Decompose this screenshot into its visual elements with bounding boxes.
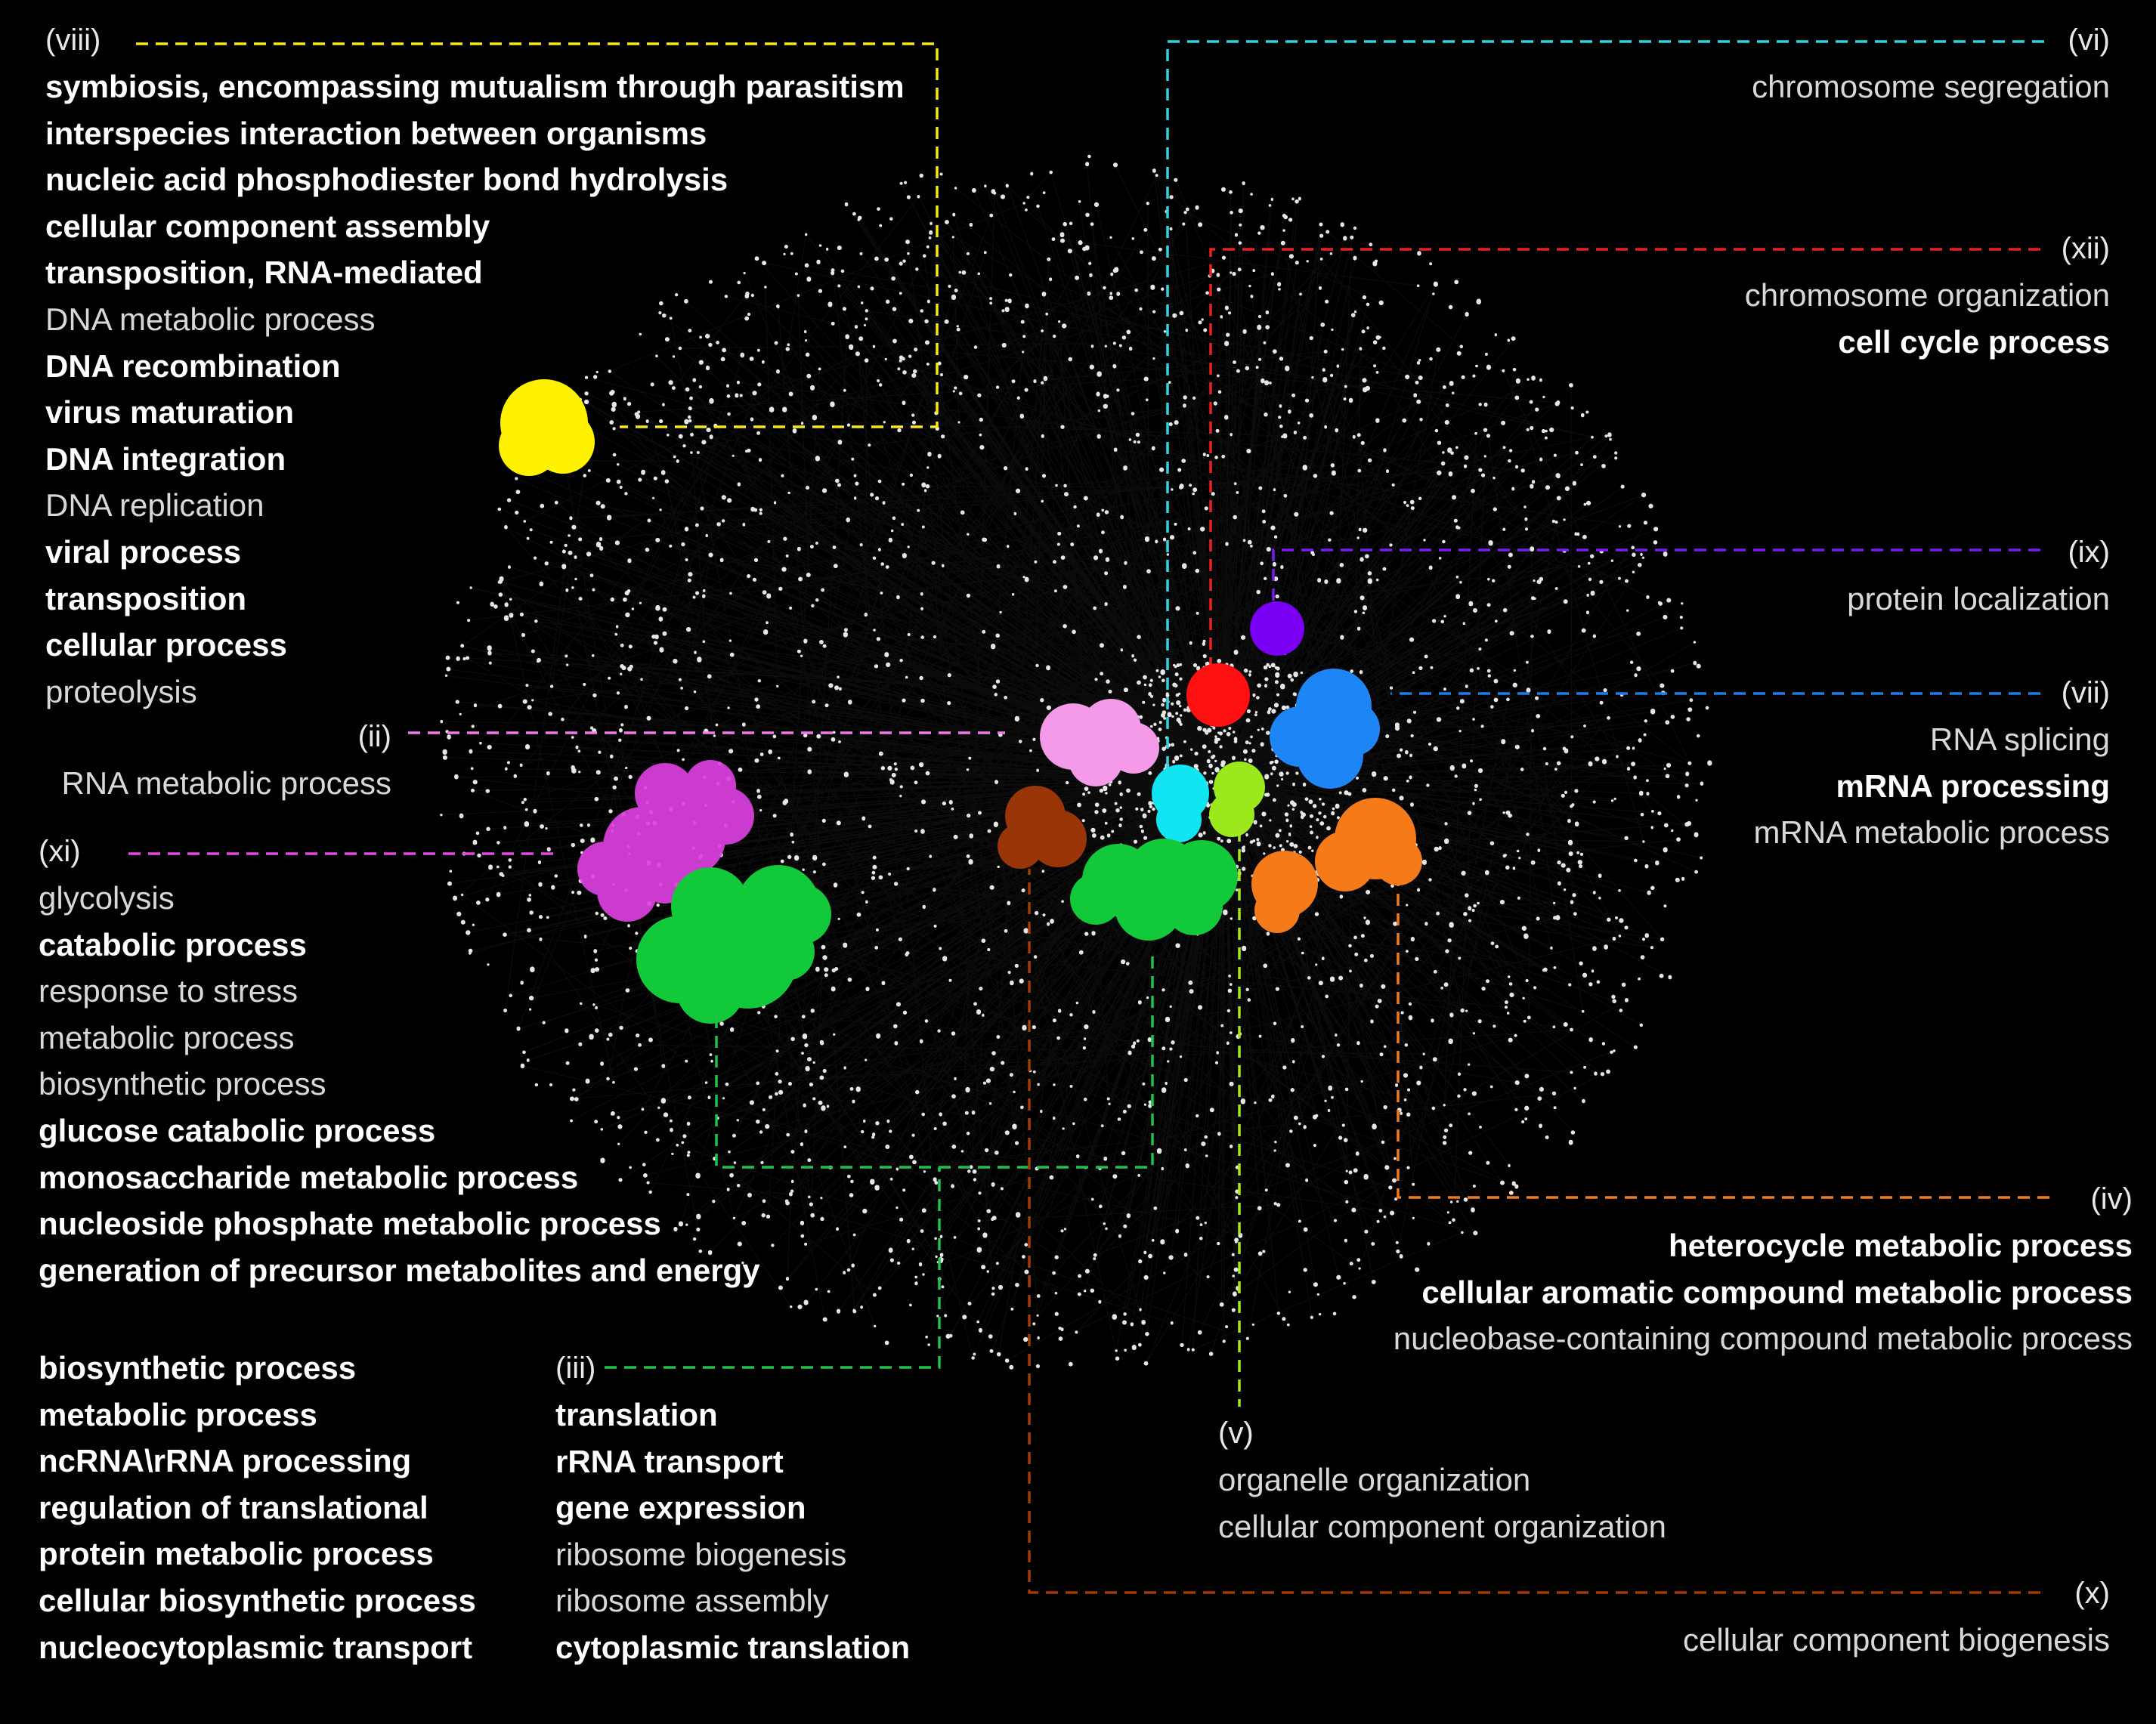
go-term: protein localization [1847,581,2110,616]
label-group-ix: (ix) protein localization [1847,529,2110,623]
cluster-id-iv: (iv) [2090,1182,2133,1216]
leader-iii-left [715,952,1154,1169]
leader-ix [1272,548,2040,604]
cluster-iii-green-left [636,865,831,1024]
go-term: biosynthetic process [39,1066,326,1102]
leader-vi [1166,40,2044,778]
go-term: DNA metabolic process [45,301,376,337]
go-term: proteolysis [45,673,197,709]
go-term: chromosome segregation [1752,69,2110,104]
cluster-id-x: (x) [2074,1577,2110,1610]
label-group-iii: (iii) translation rRNA transport gene expre… [555,1345,910,1671]
leader-lines [128,40,2049,1594]
go-term: ncRNA\rRNA processing [39,1443,412,1479]
go-term: nucleobase-containing compound metabolic… [1393,1321,2133,1357]
go-term: glucose catabolic process [39,1112,436,1148]
go-term: DNA recombination [45,348,341,384]
cluster-id-xii: (xii) [2061,232,2110,265]
label-group-xii: (xii) chromosome organization cell cycle p… [1745,225,2110,365]
go-term: virus maturation [45,394,295,431]
go-term: transposition [45,580,247,616]
cluster-id-vii: (vii) [2061,676,2110,709]
go-term: response to stress [39,973,298,1009]
go-term: ribosome assembly [555,1583,829,1619]
go-term: cellular biosynthetic process [39,1582,476,1618]
leader-iii [605,1167,941,1369]
go-term: organelle organization [1218,1462,1531,1497]
label-group-ii: (ii) RNA metabolic process [61,713,391,807]
go-term: cellular component biogenesis [1682,1622,2110,1658]
cluster-v-lime [1209,762,1265,837]
go-term: protein metabolic process [39,1536,434,1572]
label-group-green-left: biosynthetic process metabolic process ncR… [39,1345,476,1670]
cluster-id-v: (v) [1218,1417,1254,1450]
cluster-id-vi: (vi) [2068,23,2110,57]
go-term: generation of precursor metabolites and … [39,1252,760,1288]
cluster-xi-magenta [577,760,754,922]
label-group-x: (x) cellular component biogenesis [1683,1570,2110,1664]
go-term: monosaccharide metabolic process [39,1159,579,1195]
go-term: nucleic acid phosphodiester bond hydroly… [45,162,728,198]
cluster-id-viii: (viii) [45,23,101,57]
label-group-iv: (iv) heterocycle metabolic process cellula… [1394,1176,2133,1362]
cluster-iv-orange [1251,798,1422,933]
go-term: DNA integration [45,440,286,477]
cluster-vii-blue [1270,669,1380,789]
label-group-v: (v) organelle organization cellular compon… [1218,1410,1666,1549]
cluster-id-ix: (ix) [2068,536,2110,569]
go-term: transposition, RNA-mediated [45,255,483,291]
leader-iv [1397,884,2049,1199]
go-term: glycolysis [39,880,175,916]
label-group-vii: (vii) RNA splicing mRNA processing mRNA met… [1754,669,2111,856]
cluster-viii-yellow [499,379,595,476]
go-term: symbiosis, encompassing mutualism throug… [45,69,905,104]
go-term: heterocycle metabolic process [1669,1228,2133,1263]
label-group-xi: (xi) glycolysis catabolic process response … [39,828,760,1293]
go-term: cellular process [45,627,287,663]
go-term: cellular component assembly [45,208,490,244]
go-term: metabolic process [39,1396,317,1432]
go-term: regulation of translational [39,1489,428,1525]
go-term: catabolic process [39,926,307,962]
go-term: metabolic process [39,1019,295,1055]
label-group-viii: (viii) symbiosis, encompassing mutualism … [45,17,905,715]
cluster-ix-purple [1250,601,1304,656]
go-term: rRNA transport [555,1443,784,1479]
go-term: cellular component organization [1218,1508,1667,1544]
go-term: gene expression [555,1490,806,1526]
leader-x [1028,869,2040,1594]
cluster-id-xi: (xi) [39,835,81,868]
cluster-vi-cyan [1152,765,1209,842]
cluster-xii-red [1186,663,1250,727]
cluster-iii-green-center [1070,839,1238,941]
go-term: interspecies interaction between organis… [45,115,707,151]
go-term: ribosome biogenesis [555,1536,847,1572]
cluster-id-iii: (iii) [555,1352,596,1385]
go-term: nucleocytoplasmic transport [39,1629,473,1665]
cluster-id-ii: (ii) [357,720,391,753]
go-term: DNA replication [45,487,264,524]
cluster-ii-pink [1040,699,1159,786]
go-term: chromosome organization [1744,277,2110,313]
go-term: mRNA metabolic process [1753,814,2111,851]
go-term: nucleoside phosphate metabolic process [39,1206,661,1242]
go-term: mRNA processing [1836,768,2110,804]
go-term: translation [555,1397,718,1432]
leader-xii [1209,248,2040,665]
cluster-x-brown [998,786,1087,869]
go-term: cellular aromatic compound metabolic pro… [1421,1274,2133,1310]
go-term: cell cycle process [1838,323,2110,360]
go-term: viral process [45,533,242,570]
go-term: RNA splicing [1929,721,2110,757]
leader-viii [136,42,939,428]
go-term: cytoplasmic translation [555,1629,911,1665]
clusters [499,379,1422,1024]
go-term: RNA metabolic process [61,765,391,801]
label-group-vi: (vi) chromosome segregation [1752,17,2110,110]
go-term: biosynthetic process [39,1350,357,1386]
